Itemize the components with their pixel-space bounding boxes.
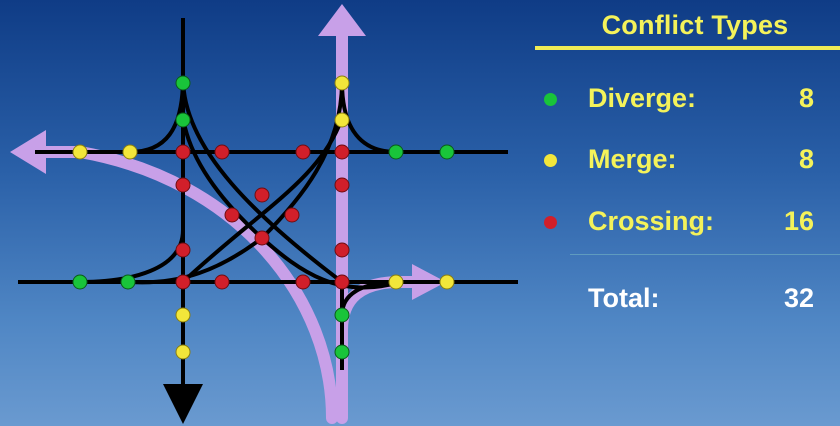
diagonal-path-d [181,117,344,350]
curve-upper-right [340,81,397,154]
yellow-dot-icon [544,154,557,167]
crossing-points [175,144,350,290]
crossing-point [284,207,300,223]
arrow-head-north [318,4,366,36]
crossing-point [334,274,350,290]
crossing-point [334,144,350,160]
legend-divider [570,254,840,255]
legend-row-total: Total: 32 [544,283,814,317]
diverge-point [334,344,350,360]
crossing-point [224,207,240,223]
diverge-point [334,307,350,323]
arrow-head-west [10,130,46,174]
legend-row-merge: Merge: 8 [544,144,814,178]
crossing-point [214,144,230,160]
diverge-point [120,274,136,290]
legend-label: Merge: [588,144,677,174]
crossing-point [334,242,350,258]
crossing-point [254,187,270,203]
total-label: Total: [588,283,660,313]
legend-label: Crossing: [588,206,715,236]
merge-point [334,112,350,128]
merge-points [72,75,455,360]
legend-count: 8 [798,83,814,113]
diverge-point [388,144,404,160]
merge-point [175,307,191,323]
merge-point [439,274,455,290]
red-dot-icon [544,216,557,229]
crossing-point [214,274,230,290]
merge-point [72,144,88,160]
diverge-point [72,274,88,290]
diverge-point [439,144,455,160]
crossing-point [334,177,350,193]
title-underline [535,46,840,50]
diverge-point [175,75,191,91]
curve-lower-left [79,229,185,284]
merge-point [122,144,138,160]
merge-point [334,75,350,91]
diverge-points [72,75,455,360]
crossing-point [295,274,311,290]
merge-point [175,344,191,360]
legend-label: Diverge: [588,83,697,113]
crossing-point [175,274,191,290]
crossing-point [295,144,311,160]
legend-title: Conflict Types [601,10,789,40]
legend-row-crossing: Crossing: 16 [544,206,814,240]
green-dot-icon [544,93,557,106]
crossing-point [175,144,191,160]
merge-point [388,274,404,290]
crossing-point [254,230,270,246]
legend-row-diverge: Diverge: 8 [544,83,814,117]
crossing-point [175,177,191,193]
crossing-point [175,242,191,258]
legend-count: 16 [783,206,814,236]
curve-upper-left [129,77,185,154]
legend-count: 8 [798,144,814,174]
diverge-point [175,112,191,128]
total-count: 32 [783,283,814,313]
